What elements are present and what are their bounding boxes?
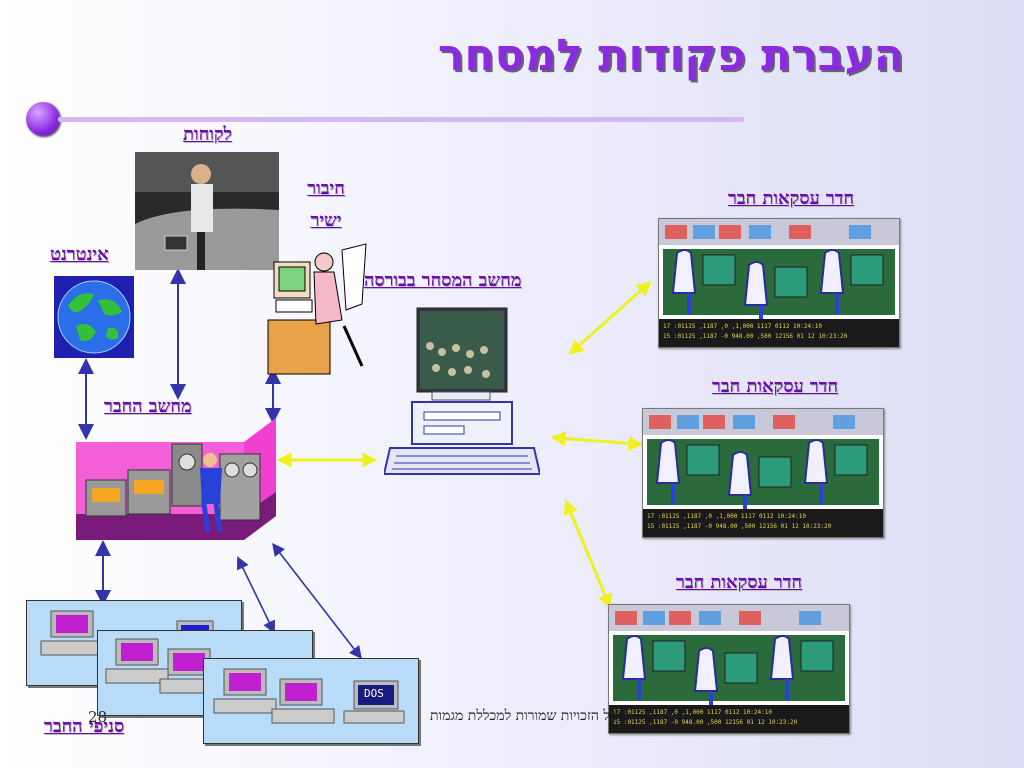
mainframe-room-icon <box>76 418 276 540</box>
trading-room-screenshot-2: 17 :01125 ,1187 ,0 ,1,000 1117 0112 10:2… <box>642 408 884 538</box>
page-number: 28 <box>88 708 108 726</box>
label-clients: לקוחות <box>183 124 232 145</box>
globe-icon <box>54 276 134 358</box>
title-bullet-icon <box>26 102 60 136</box>
label-trading-room-2: חדר עסקאות חבר <box>712 376 839 397</box>
label-member-computer: מחשב החבר <box>104 396 192 417</box>
dos-label: DOS <box>364 687 384 700</box>
slide-title: העברת פקודות למסחר <box>437 30 904 81</box>
label-direct-line-2: ישיר <box>310 210 342 231</box>
label-member-branches: סניפי החבר <box>44 716 125 737</box>
photo-client-on-phone <box>135 152 279 270</box>
arrow-exchange-room3 <box>563 499 613 609</box>
branch-card-3: DOS <box>203 658 419 744</box>
arrow-exchange-room1 <box>568 281 652 355</box>
trading-room-screenshot-1: 17 :01125 ,1187 ,0 ,1,000 1117 0112 10:2… <box>658 218 900 348</box>
label-exchange-computer: מחשב המסחר בבורסה <box>364 270 522 291</box>
arrow-member-branch2 <box>237 556 275 634</box>
arrow-member-branch3 <box>272 542 362 660</box>
label-internet: אינטרנט <box>50 244 109 265</box>
title-rule <box>58 117 744 122</box>
label-trading-room-1: חדר עסקאות חבר <box>728 188 855 209</box>
trading-room-screenshot-3: 17 :01125 ,1187 ,0 ,1,000 1117 0112 10:2… <box>608 604 850 734</box>
clipart-person-at-computer <box>267 243 367 375</box>
label-trading-room-3: חדר עסקאות חבר <box>676 572 803 593</box>
arrow-exchange-room2 <box>550 431 644 451</box>
exchange-terminal-icon <box>384 307 540 475</box>
label-direct-line-1: חיבור <box>307 178 345 199</box>
footer-copyright: כל הזכויות שמורות למכללת מגמות <box>430 708 617 724</box>
